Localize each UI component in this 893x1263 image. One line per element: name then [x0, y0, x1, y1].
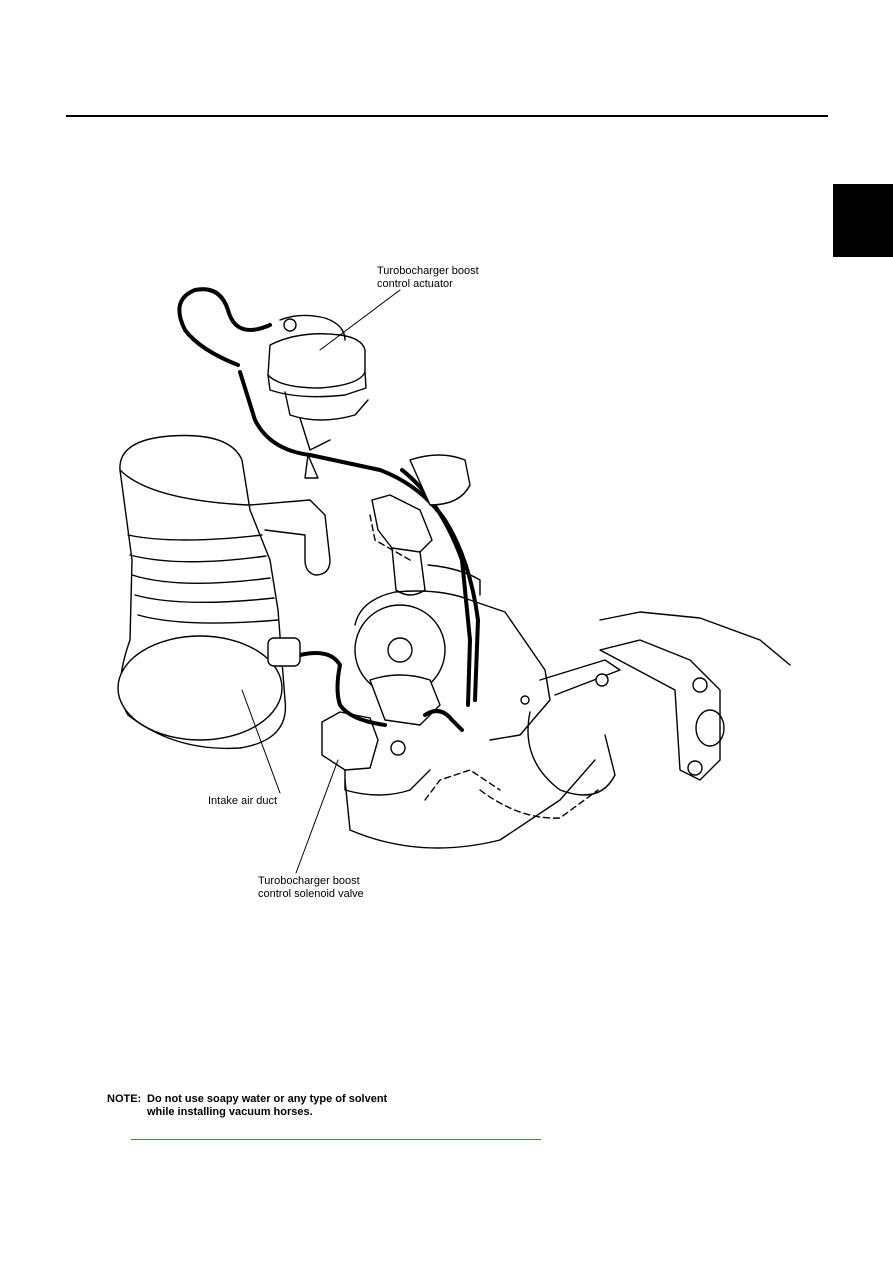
- callout-leaders: [241, 289, 401, 874]
- footer-link-rule: [131, 1139, 541, 1140]
- duct-to-solenoid-hose: [298, 651, 464, 732]
- intake-duct-label: Intake air duct: [208, 795, 278, 807]
- installation-note: NOTE: Do not use soapy water or any type …: [107, 1093, 387, 1119]
- note-prefix: NOTE:: [107, 1093, 142, 1105]
- section-index-tab: [833, 184, 893, 257]
- actuator-label: Turobocharger boost control actuator: [377, 265, 479, 290]
- vacuum-hose-diagram: [117, 287, 791, 874]
- note-line-1: Do not use soapy water or any type of so…: [147, 1093, 388, 1105]
- intake-air-duct: [117, 434, 331, 750]
- turbo-housing: [354, 454, 551, 741]
- note-line-2: while installing vacuum horses.: [147, 1106, 313, 1118]
- solenoid-label: Turobocharger boost control solenoid val…: [258, 875, 364, 900]
- exhaust-flange: [520, 611, 791, 796]
- header-rule: [66, 115, 828, 117]
- boost-control-actuator: [267, 314, 369, 479]
- lower-manifold: [344, 514, 599, 849]
